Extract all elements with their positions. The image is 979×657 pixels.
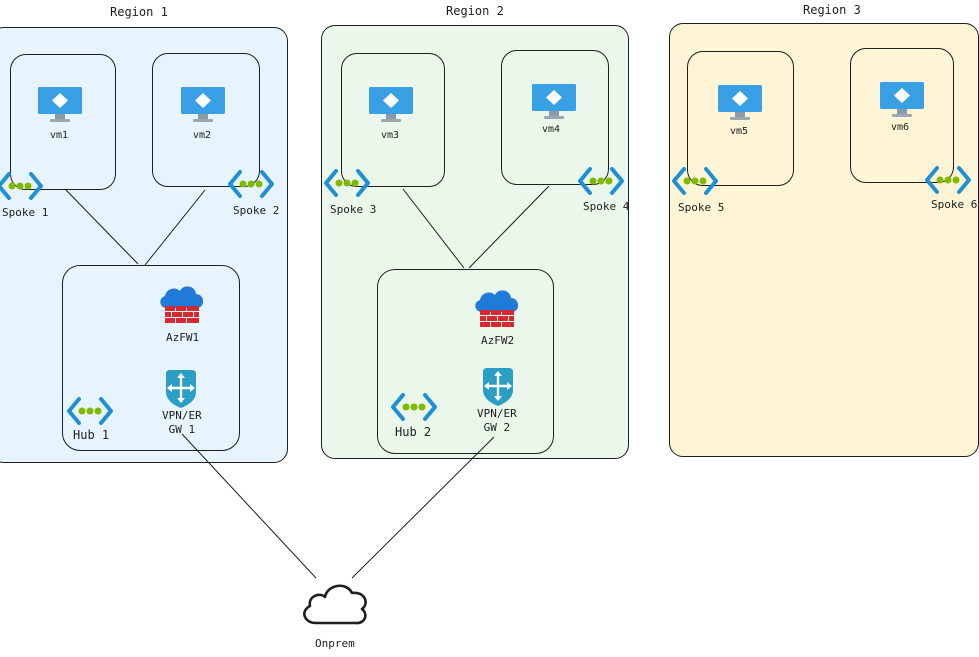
- vnet-icon: [324, 168, 370, 202]
- vm-label-5: vm5: [730, 126, 749, 137]
- cloud-icon: [298, 575, 374, 635]
- hub-box-1: [62, 265, 240, 451]
- vnet-icon: [67, 396, 113, 430]
- gateway-icon: [160, 370, 202, 412]
- vm-label-3: vm3: [381, 130, 400, 141]
- gateway-label-1: VPN/ER GW 1: [162, 409, 202, 437]
- vnet-icon: [925, 165, 971, 199]
- vm-box-1: [10, 54, 116, 190]
- vnet-icon: [0, 171, 43, 205]
- vm-box-4: [501, 50, 609, 185]
- gateway-icon: [477, 368, 519, 410]
- monitor-icon: [532, 84, 576, 124]
- hub-label-1: Hub 1: [73, 428, 110, 442]
- monitor-icon: [880, 82, 924, 122]
- monitor-icon: [369, 87, 413, 127]
- vm-label-6: vm6: [891, 122, 910, 133]
- spoke-label-4: Spoke 4: [583, 200, 630, 213]
- hub-label-2: Hub 2: [395, 425, 432, 439]
- spoke-label-5: Spoke 5: [678, 201, 725, 214]
- spoke-label-1: Spoke 1: [2, 206, 49, 219]
- gateway-label-2-text: VPN/ER GW 2: [477, 407, 517, 434]
- vnet-icon: [578, 166, 624, 200]
- gateway-label-1-text: VPN/ER GW 1: [162, 409, 202, 436]
- firewall-icon: [157, 284, 207, 330]
- firewall-icon: [472, 288, 522, 334]
- monitor-icon: [38, 87, 82, 127]
- spoke-label-3: Spoke 3: [330, 203, 377, 216]
- region-2-label: Region 2: [446, 4, 504, 18]
- vnet-icon: [228, 169, 274, 203]
- firewall-label-2: AzFW2: [481, 334, 515, 347]
- region-1-label: Region 1: [110, 5, 168, 19]
- vnet-icon: [391, 392, 437, 426]
- vm-label-2: vm2: [193, 130, 212, 141]
- region-3-label: Region 3: [803, 3, 861, 17]
- vnet-icon: [672, 166, 718, 200]
- firewall-label-1: AzFW1: [166, 331, 200, 344]
- spoke-label-2: Spoke 2: [233, 204, 280, 217]
- vm-label-1: vm1: [50, 130, 69, 141]
- vm-box-3: [341, 53, 445, 187]
- vm-box-2: [152, 53, 260, 187]
- monitor-icon: [181, 87, 225, 127]
- spoke-label-6: Spoke 6: [931, 198, 978, 211]
- monitor-icon: [718, 85, 762, 125]
- hub-box-2: [377, 269, 554, 454]
- vm-label-4: vm4: [542, 124, 561, 135]
- gateway-label-2: VPN/ER GW 2: [477, 407, 517, 435]
- vm-box-6: [850, 48, 954, 183]
- onprem-label: Onprem: [315, 637, 355, 650]
- vm-box-5: [687, 51, 794, 186]
